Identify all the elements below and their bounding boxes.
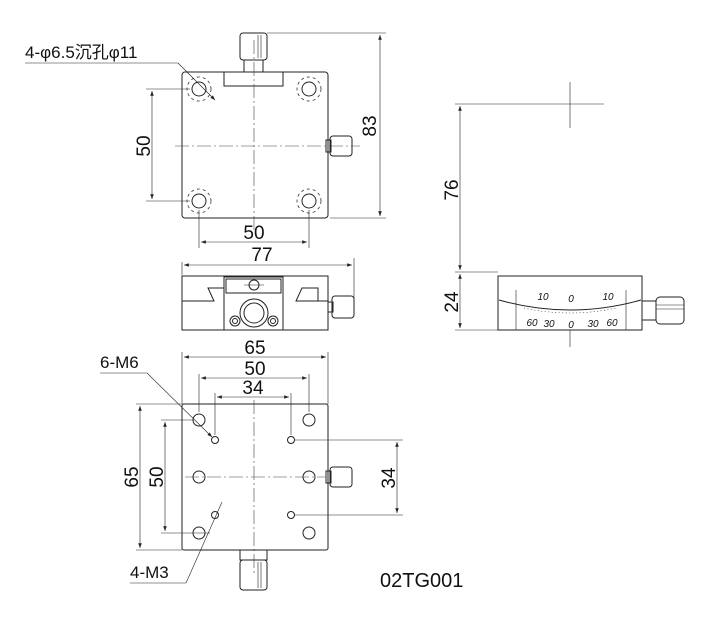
model-number: 02TG001 <box>380 570 463 592</box>
svg-text:34: 34 <box>379 467 400 489</box>
side-view: 76 24 10 0 10 60 30 0 30 60 <box>442 82 685 347</box>
lock-knob <box>331 295 355 319</box>
svg-text:76: 76 <box>442 179 463 200</box>
svg-text:50: 50 <box>134 135 155 156</box>
hole-label: 4-φ6.5沉孔φ11 <box>25 43 137 62</box>
m3-label: 4-M3 <box>130 563 169 582</box>
svg-text:65: 65 <box>122 466 143 487</box>
counterbore-holes <box>186 76 322 214</box>
lock-knob <box>329 466 353 488</box>
svg-text:0: 0 <box>568 294 574 305</box>
svg-text:77: 77 <box>251 245 272 266</box>
micrometer-knob <box>239 32 268 61</box>
svg-text:65: 65 <box>244 338 265 359</box>
micrometer-knob <box>239 559 268 591</box>
front-view: 77 <box>181 245 355 331</box>
slot <box>223 71 284 87</box>
bottom-view: 65 50 34 65 50 34 6-M6 4-M3 <box>100 338 403 591</box>
svg-text:83: 83 <box>360 115 381 136</box>
svg-text:60: 60 <box>606 318 618 329</box>
svg-text:34: 34 <box>242 378 264 399</box>
svg-text:10: 10 <box>602 292 614 303</box>
svg-text:60: 60 <box>526 318 538 329</box>
svg-text:0: 0 <box>568 320 574 331</box>
svg-text:50: 50 <box>147 466 168 487</box>
scale-arc <box>498 299 642 311</box>
m6-label: 6-M6 <box>100 353 139 372</box>
micrometer-knob <box>655 296 685 325</box>
svg-text:24: 24 <box>442 291 463 313</box>
svg-text:30: 30 <box>587 319 599 330</box>
svg-text:10: 10 <box>537 292 549 303</box>
m3-holes <box>211 436 295 519</box>
svg-text:50: 50 <box>243 223 264 244</box>
svg-text:50: 50 <box>244 359 265 380</box>
top-view: 4-φ6.5沉孔φ11 83 50 50 <box>25 32 386 248</box>
svg-text:30: 30 <box>543 319 555 330</box>
